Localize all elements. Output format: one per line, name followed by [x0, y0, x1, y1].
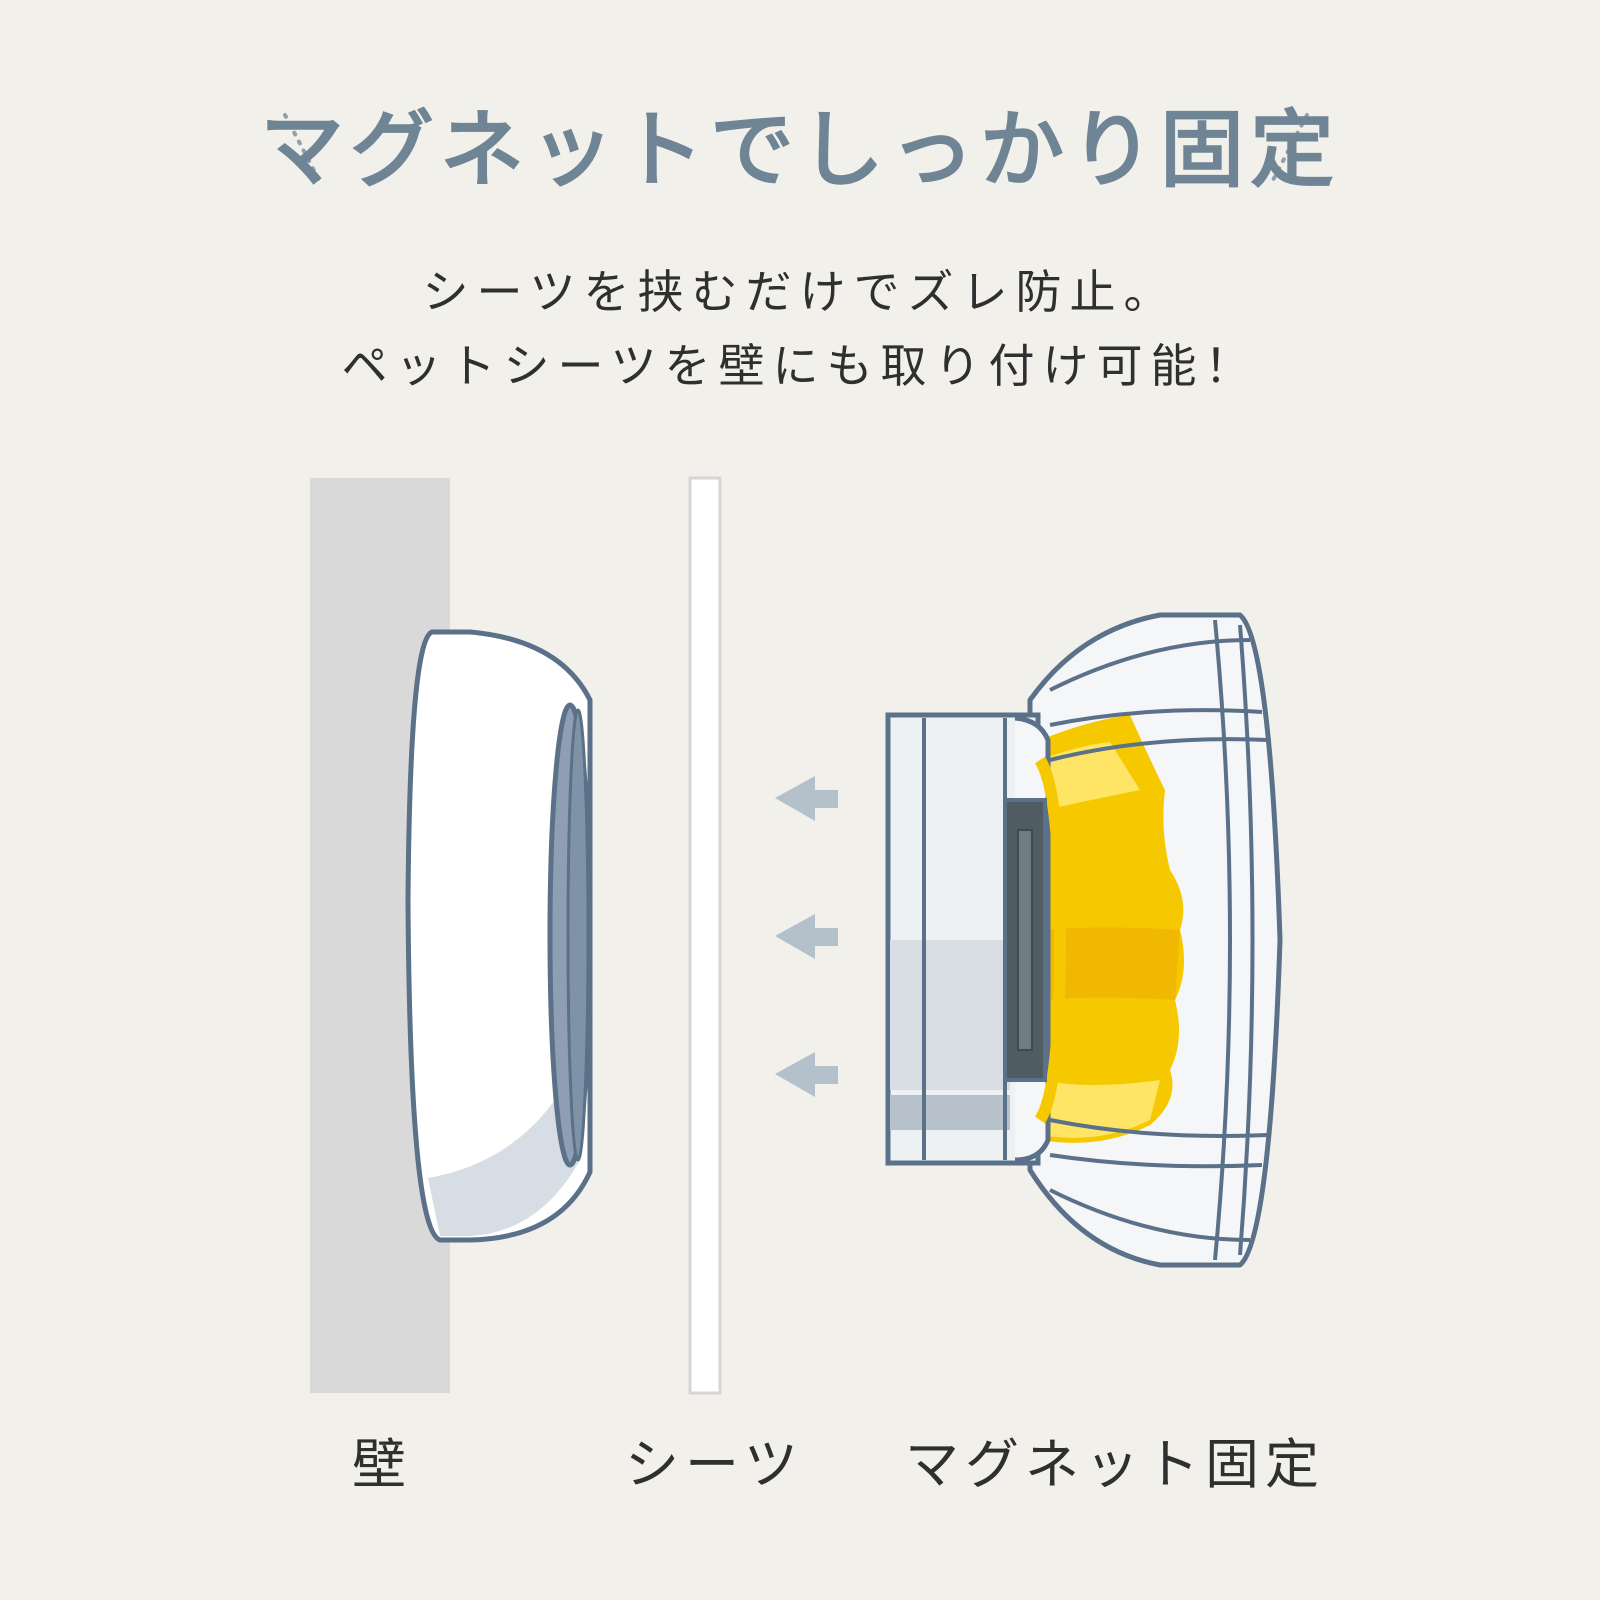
attraction-arrows	[775, 776, 838, 1097]
wall-magnet-disc	[405, 629, 593, 1243]
subtitle-line-2: ペットシーツを壁にも取り付け可能！	[341, 339, 1259, 393]
magnet-holder	[885, 612, 1283, 1268]
subtitle-line-1: シーツを挟むだけでズレ防止。	[422, 265, 1178, 319]
label-magnet: マグネット固定	[905, 1433, 1325, 1496]
arrow-icon	[775, 914, 838, 959]
heading-right-decoration	[1270, 113, 1309, 184]
page-title: マグネットでしっかり固定	[259, 101, 1340, 199]
sheet-panel	[688, 476, 722, 1395]
label-sheet: シーツ	[625, 1433, 804, 1496]
arrow-icon	[775, 776, 838, 821]
subtitle: シーツを挟むだけでズレ防止。 ペットシーツを壁にも取り付け可能！	[0, 255, 1600, 403]
arrow-icon	[775, 1052, 838, 1097]
heading-left-decoration	[283, 113, 322, 184]
label-wall: 壁	[352, 1433, 412, 1496]
